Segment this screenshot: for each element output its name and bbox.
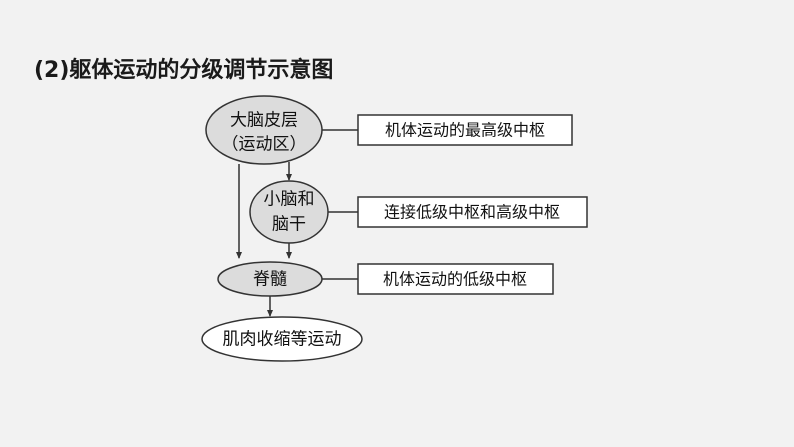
node-cortex-line2: （运动区） [222, 135, 307, 155]
label-highest-text: 机体运动的最高级中枢 [385, 121, 545, 140]
node-cortex-line1: 大脑皮层 [230, 111, 298, 131]
node-spinal-cord: 脊髓 [217, 261, 323, 297]
diagram-title: (2)躯体运动的分级调节示意图 [34, 58, 334, 83]
node-spinal-text: 脊髓 [253, 270, 287, 290]
label-lowest-text: 机体运动的低级中枢 [383, 270, 527, 289]
node-cerebellum-brainstem: 小脑和 脑干 [249, 180, 329, 244]
label-box-connect: 连接低级中枢和高级中枢 [357, 196, 588, 228]
node-muscle-text: 肌肉收缩等运动 [223, 330, 342, 350]
label-box-highest-center: 机体运动的最高级中枢 [357, 114, 573, 146]
node-cerebral-cortex: 大脑皮层 （运动区） [205, 95, 323, 165]
label-box-lowest-center: 机体运动的低级中枢 [357, 263, 554, 295]
label-connect-text: 连接低级中枢和高级中枢 [384, 203, 560, 222]
node-cerebellum-line2: 脑干 [272, 215, 306, 235]
node-cerebellum-line1: 小脑和 [264, 190, 315, 210]
node-muscle-movement: 肌肉收缩等运动 [201, 316, 363, 362]
